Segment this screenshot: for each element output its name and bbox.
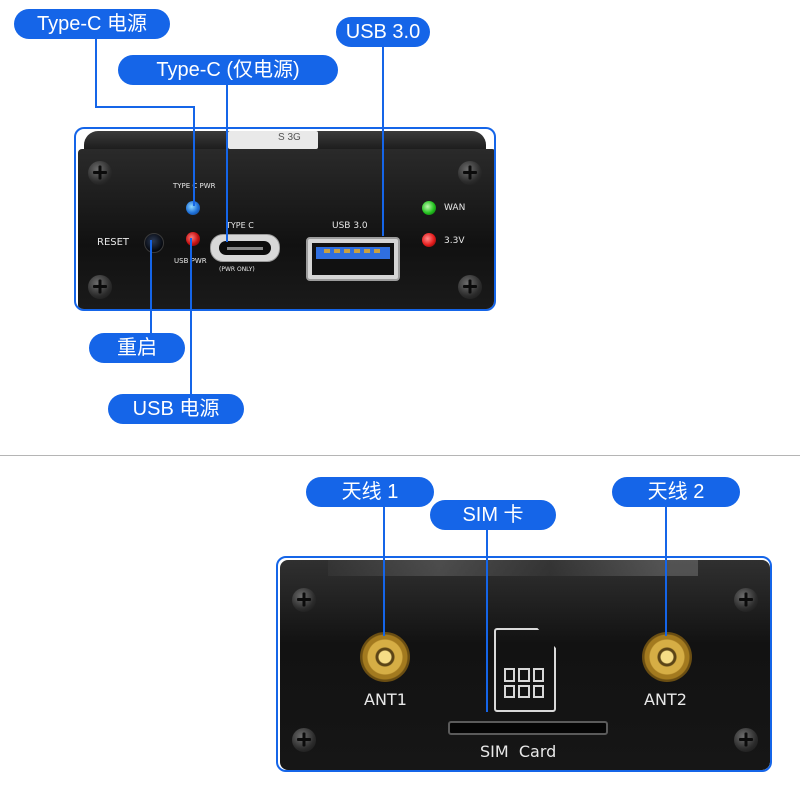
section-divider (0, 455, 800, 456)
type-c-port[interactable] (210, 234, 280, 262)
label-wan: WAN (444, 203, 466, 213)
screw-icon (458, 161, 482, 185)
label-usb30: USB 3.0 (332, 221, 368, 231)
label-ant1: ANT1 (364, 690, 407, 709)
screw-icon (458, 275, 482, 299)
screw-icon (88, 161, 112, 185)
callout-usb3: USB 3.0 (336, 17, 430, 47)
leader-typec-power (95, 38, 97, 108)
sim-card-icon (494, 628, 556, 712)
callout-antenna2: 天线 2 (612, 477, 740, 507)
callout-sim-card: SIM 卡 (430, 500, 556, 530)
sticker-text: S 3G (278, 132, 301, 143)
leader-usb-power (190, 238, 192, 396)
antenna2-connector-icon[interactable] (642, 632, 692, 682)
label-reset: RESET (97, 237, 130, 248)
leader-typec-only (226, 84, 228, 242)
callout-typec-power: Type-C 电源 (14, 9, 170, 39)
callout-typec-power-only: Type-C (仅电源) (118, 55, 338, 85)
sim-card-slot[interactable] (448, 721, 608, 735)
label-sim-card: SIM Card (480, 742, 557, 761)
led-type-c-pwr (186, 201, 200, 215)
led-usb-pwr (186, 232, 200, 246)
screw-icon (734, 728, 758, 752)
leader-typec-power (193, 106, 195, 206)
screw-icon (292, 588, 316, 612)
leader-typec-power (95, 106, 195, 108)
callout-antenna1: 天线 1 (306, 477, 434, 507)
leader-sim (486, 528, 488, 712)
front-panel-photo: S 3G TYPE C PWR RESET USB PWR TYPE C (PW… (74, 127, 496, 311)
usb3-port[interactable] (306, 237, 400, 281)
label-33v: 3.3V (444, 236, 465, 246)
reset-button[interactable] (144, 233, 164, 253)
callout-usb-power: USB 电源 (108, 394, 244, 424)
enclosure-top-sticker (328, 560, 698, 576)
screw-icon (88, 275, 112, 299)
rear-panel-photo: ANT1 ANT2 SIM Card (276, 556, 772, 772)
leader-usb3 (382, 44, 384, 236)
label-ant2: ANT2 (644, 690, 687, 709)
enclosure-face (78, 149, 494, 309)
led-wan (422, 201, 436, 215)
enclosure-sticker: S 3G (228, 131, 318, 149)
led-33v (422, 233, 436, 247)
antenna1-connector-icon[interactable] (360, 632, 410, 682)
leader-antenna2 (665, 504, 667, 636)
callout-reset: 重启 (89, 333, 185, 363)
leader-reset (150, 240, 152, 335)
screw-icon (734, 588, 758, 612)
screw-icon (292, 728, 316, 752)
leader-antenna1 (383, 504, 385, 636)
label-pwr-only: (PWR ONLY) (219, 266, 255, 273)
label-type-c: TYPE C (226, 221, 254, 230)
